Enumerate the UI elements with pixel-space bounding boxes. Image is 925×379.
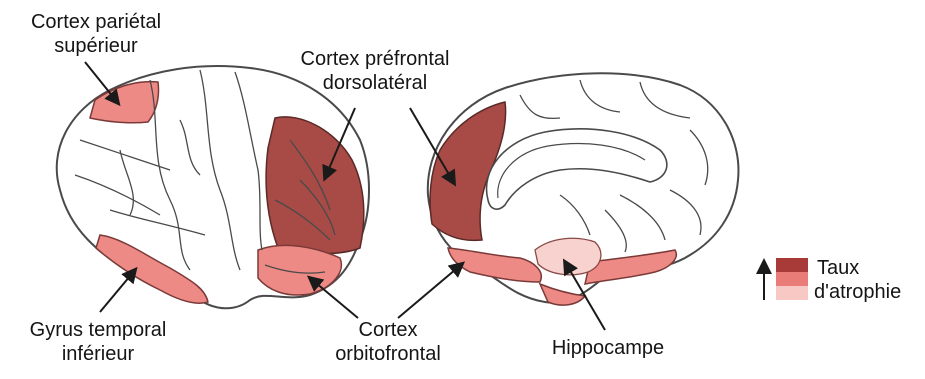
label-prefrontal-line2: dorsolatéral — [280, 71, 470, 95]
label-temporal-line2: inférieur — [8, 342, 188, 366]
pointer-orbitofrontal-medial — [398, 264, 462, 318]
medial-brain-view — [428, 73, 739, 305]
label-prefrontal-line1: Cortex préfrontal — [280, 47, 470, 71]
label-gyrus-temporal: Gyrus temporal inférieur — [8, 318, 188, 366]
legend — [764, 258, 808, 300]
label-cortex-prefrontal: Cortex préfrontal dorsolatéral — [280, 47, 470, 95]
legend-swatch-medium — [776, 272, 808, 286]
orbitofrontal-region — [258, 245, 341, 295]
lateral-brain-view — [57, 66, 369, 308]
label-parietal-line2: supérieur — [6, 34, 186, 58]
label-hippocampe-text: Hippocampe — [528, 336, 688, 360]
legend-title-line1: Taux — [817, 256, 859, 280]
label-parietal-line1: Cortex pariétal — [6, 10, 186, 34]
label-orbitofrontal-line1: Cortex — [318, 318, 458, 342]
superior-parietal-region — [90, 82, 159, 123]
legend-swatch-low — [776, 286, 808, 300]
label-orbitofrontal-line2: orbitofrontal — [318, 342, 458, 366]
label-cortex-orbitofrontal: Cortex orbitofrontal — [318, 318, 458, 366]
legend-swatch-high — [776, 258, 808, 272]
hippocampus-region — [535, 238, 601, 275]
label-temporal-line1: Gyrus temporal — [8, 318, 188, 342]
legend-title-line2: d'atrophie — [814, 280, 901, 304]
label-hippocampe: Hippocampe — [528, 336, 688, 360]
label-cortex-parietal: Cortex pariétal supérieur — [6, 10, 186, 58]
pointer-orbitofrontal-lateral — [310, 278, 358, 318]
pointer-temporal — [100, 270, 135, 312]
